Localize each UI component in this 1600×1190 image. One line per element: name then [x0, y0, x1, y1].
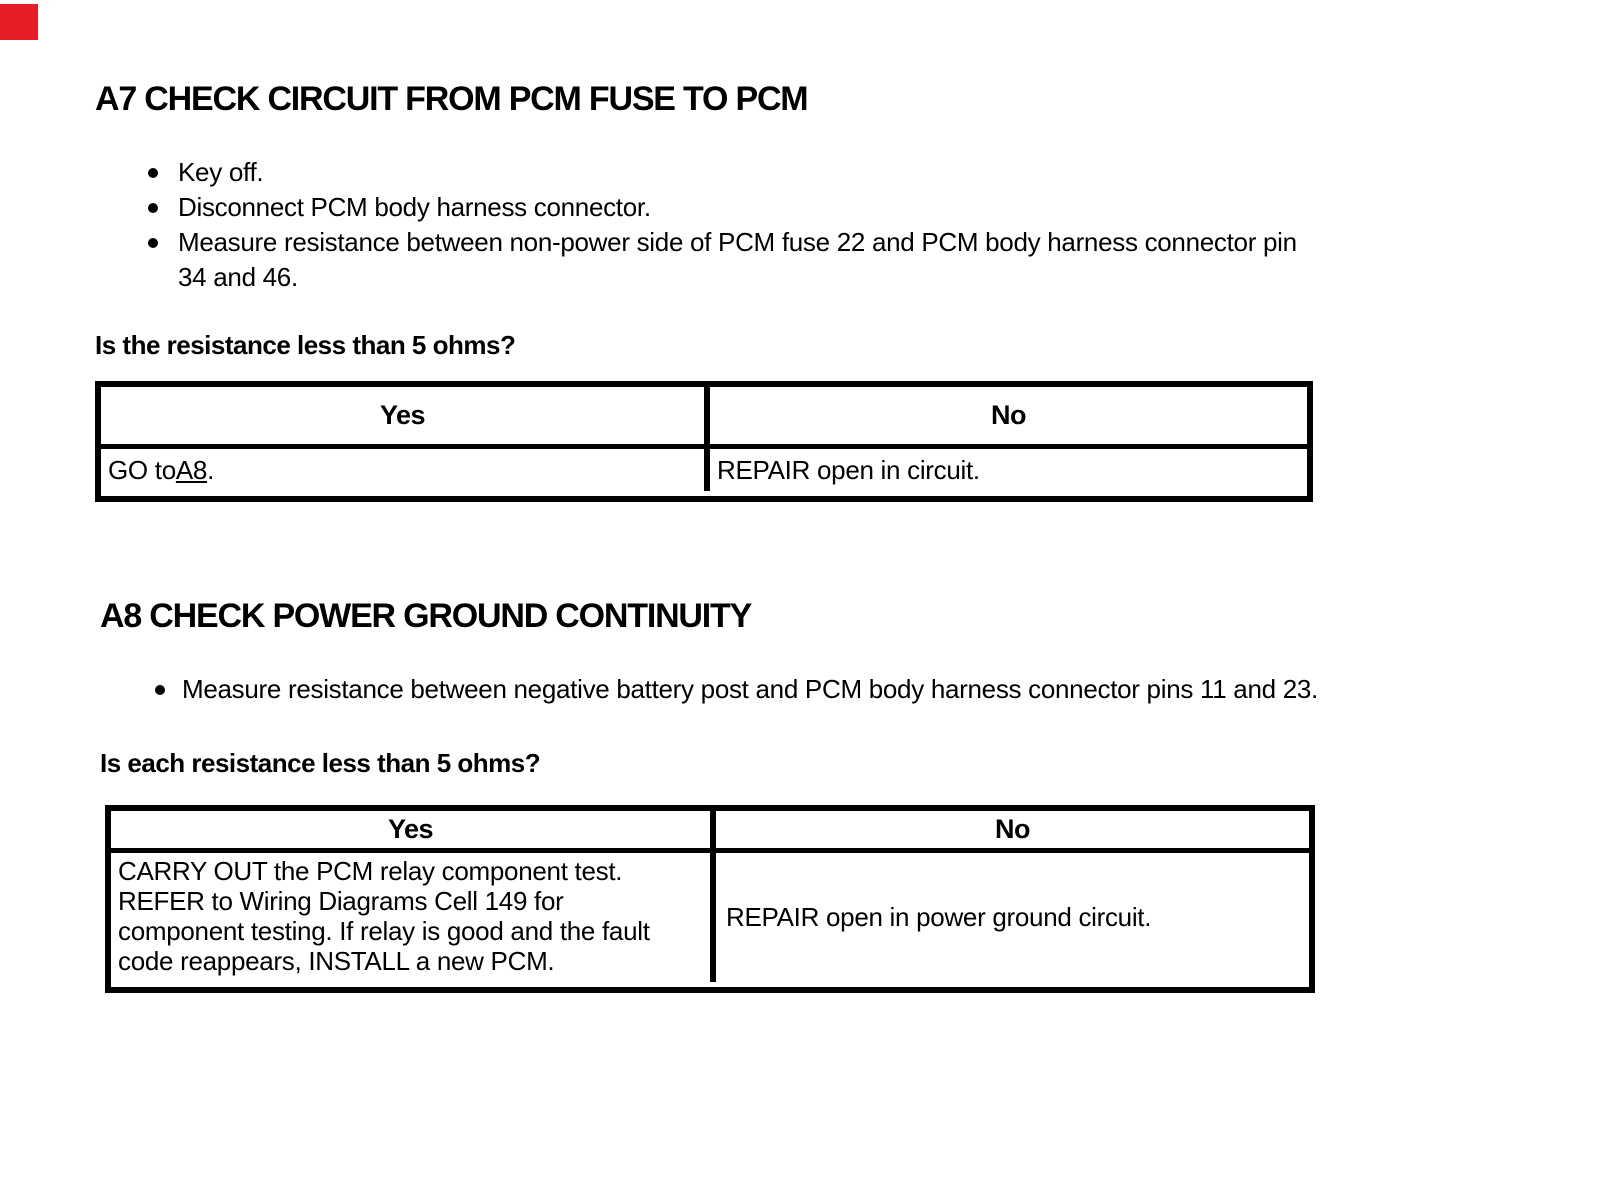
bullet-icon	[155, 685, 165, 695]
bullet-text: Measure resistance between non-power sid…	[178, 227, 1297, 257]
list-item: Disconnect PCM body harness connector.	[140, 190, 1420, 225]
section-heading-a8: A8 CHECK POWER GROUND CONTINUITY	[100, 597, 752, 635]
bullet-text: Disconnect PCM body harness connector.	[178, 192, 651, 222]
yes-action-cell: GO to A8 .	[101, 449, 710, 491]
action-text: GO to	[108, 454, 176, 485]
link-a8[interactable]: A8	[175, 454, 208, 485]
question-a7: Is the resistance less than 5 ohms?	[95, 330, 516, 360]
no-action-cell: REPAIR open in circuit.	[717, 454, 980, 485]
bullet-text-continuation: 34 and 46.	[178, 262, 298, 292]
table-row: GO to A8 . REPAIR open in circuit.	[101, 449, 1307, 491]
bullet-icon	[148, 238, 158, 248]
list-item: Measure resistance between non-power sid…	[140, 225, 1420, 295]
bullet-list-a7: Key off. Disconnect PCM body harness con…	[140, 155, 1420, 295]
bullet-text: Measure resistance between negative batt…	[182, 674, 1318, 704]
bullet-icon	[148, 203, 158, 213]
decision-table-a7: Yes No GO to A8 . REPAIR open in circuit…	[95, 381, 1313, 502]
section-heading-a7: A7 CHECK CIRCUIT FROM PCM FUSE TO PCM	[95, 80, 809, 118]
no-action-cell: REPAIR open in power ground circuit.	[726, 902, 1152, 932]
bullet-list-a8: Measure resistance between negative batt…	[147, 672, 1447, 707]
bullet-text: Key off.	[178, 157, 264, 187]
action-text-line: REFER to Wiring Diagrams Cell 149 for	[118, 886, 564, 916]
bullet-icon	[148, 168, 158, 178]
question-a8: Is each resistance less than 5 ohms?	[100, 748, 541, 778]
action-text-line: CARRY OUT the PCM relay component test.	[118, 856, 623, 886]
action-text-line: component testing. If relay is good and …	[118, 916, 650, 946]
table-header-row: Yes No	[111, 811, 1309, 853]
action-text: .	[207, 454, 214, 485]
list-item: Key off.	[140, 155, 1420, 190]
no-column-header: No	[995, 814, 1031, 844]
table-header-row: Yes No	[101, 387, 1307, 449]
red-corner-marker	[0, 4, 38, 40]
table-row: CARRY OUT the PCM relay component test. …	[111, 853, 1309, 982]
yes-column-header: Yes	[111, 811, 716, 848]
no-column-header: No	[991, 400, 1027, 430]
yes-column-header: Yes	[101, 387, 710, 444]
decision-table-a8: Yes No CARRY OUT the PCM relay component…	[105, 805, 1315, 993]
action-text-line: code reappears, INSTALL a new PCM.	[118, 946, 555, 976]
list-item: Measure resistance between negative batt…	[147, 672, 1447, 707]
yes-action-cell: CARRY OUT the PCM relay component test. …	[111, 853, 716, 982]
